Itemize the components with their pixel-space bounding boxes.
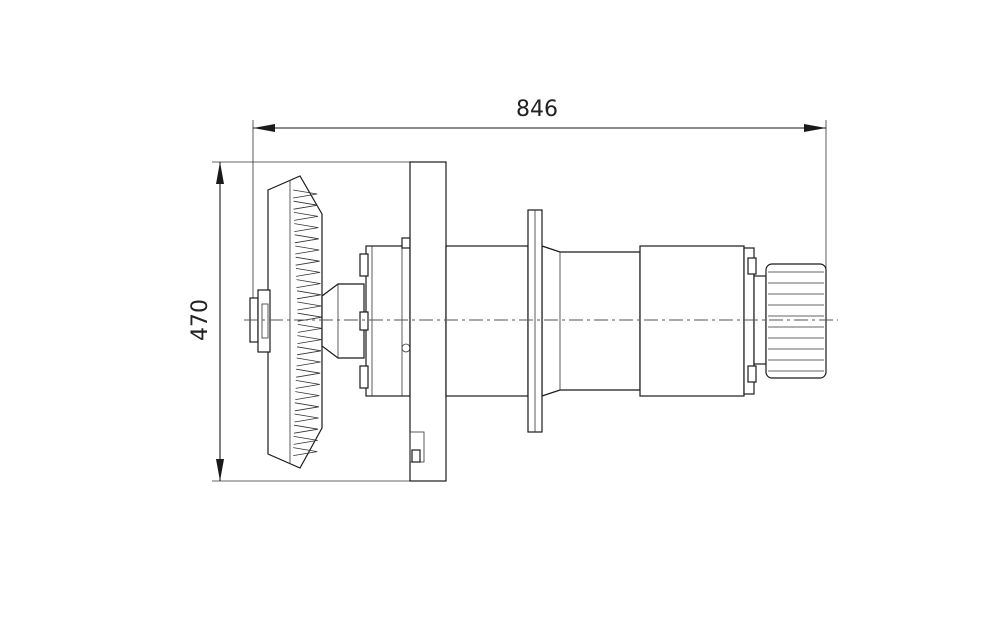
- gear-tooth: [296, 290, 321, 300]
- mounting-flange: [409, 161, 447, 482]
- hub-nut: [257, 289, 271, 353]
- gear-tooth: [296, 279, 321, 288]
- gear-tooth: [294, 413, 319, 423]
- width-dimension: 846: [252, 97, 827, 320]
- end-cap-bolt-top: [747, 257, 757, 275]
- shaft-neck: [321, 283, 365, 359]
- flange-plate: [409, 161, 447, 482]
- gear-body: [267, 175, 323, 469]
- gear-tooth: [293, 436, 318, 445]
- housing-body: [365, 245, 411, 397]
- gear-tooth: [295, 245, 320, 255]
- gear-tooth: [294, 223, 319, 232]
- spline-pinion: [765, 263, 827, 379]
- end-cap-bolt-bottom: [747, 365, 757, 383]
- pinion-body: [765, 263, 827, 379]
- shaft-tube-middle: [541, 245, 641, 397]
- width-dimension-label: 846: [516, 97, 558, 122]
- gear-tooth: [295, 380, 320, 389]
- intermediate-flange: [527, 209, 543, 433]
- gear-tooth: [297, 301, 322, 311]
- bevel-gear: [267, 175, 323, 469]
- width-arrow-left: [253, 124, 275, 132]
- bearing-housing: [359, 237, 411, 397]
- shaft-tube-left: [445, 245, 529, 397]
- housing-bolt-bottom: [359, 365, 369, 389]
- gear-tooth: [294, 402, 319, 412]
- gear-tooth: [296, 368, 321, 378]
- height-dimension-label: 470: [188, 299, 213, 341]
- gear-tooth: [294, 234, 319, 244]
- housing-bolt-top: [359, 253, 369, 277]
- shaft-collar: [321, 283, 365, 359]
- shaft-tube-right: [639, 245, 745, 397]
- spline-teeth: [768, 271, 824, 372]
- height-arrow-top: [216, 162, 224, 184]
- gear-tooth: [293, 200, 318, 210]
- gear-tooth: [293, 447, 318, 456]
- main-shaft: [445, 245, 745, 397]
- gear-tooth: [296, 357, 321, 367]
- gear-tooth: [293, 424, 319, 434]
- height-dimension: 470: [188, 161, 420, 482]
- gear-tooth: [295, 256, 320, 266]
- gear-tooth: [295, 268, 321, 277]
- end-cap: [743, 247, 767, 395]
- housing-bolt-middle: [359, 311, 369, 331]
- gear-tooth: [293, 189, 318, 199]
- gear-tooth: [296, 346, 322, 356]
- width-arrow-right: [804, 124, 826, 132]
- gear-tooth: [293, 212, 319, 221]
- gear-tooth: [295, 391, 320, 400]
- gear-hub: [249, 289, 271, 353]
- height-arrow-bottom: [216, 459, 224, 481]
